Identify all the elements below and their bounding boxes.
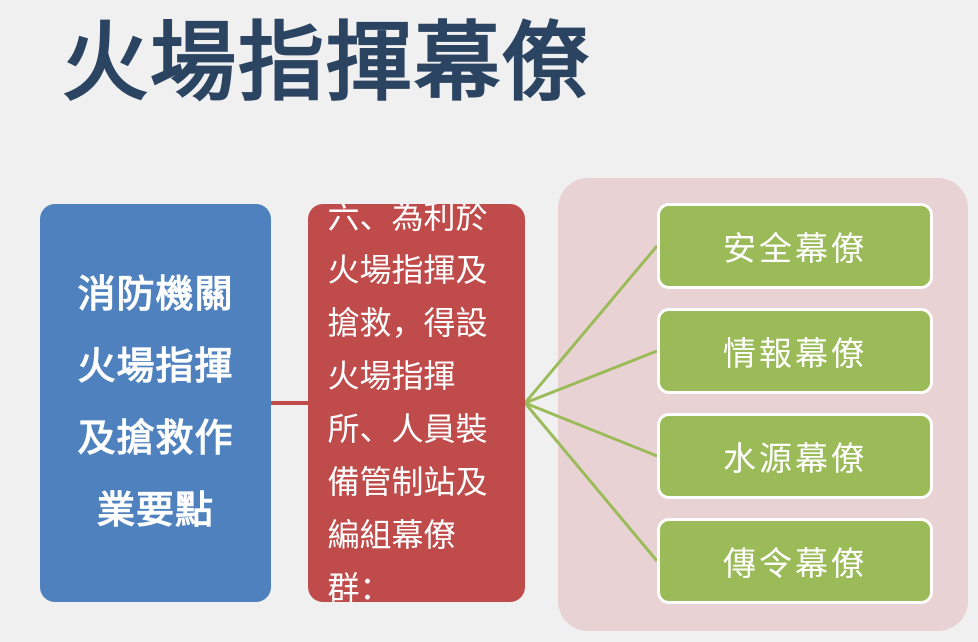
node-branch-label: 六、為利於火場指揮及搶救，得設火場指揮所、人員裝備管制站及編組幕僚群： [327, 204, 488, 602]
node-branch-article-six[interactable]: 六、為利於火場指揮及搶救，得設火場指揮所、人員裝備管制站及編組幕僚群： [308, 204, 525, 602]
node-root-label: 消防機關火場指揮及搶救作業要點 [77, 274, 234, 532]
node-leaf-safety-staff[interactable]: 安全幕僚 [657, 203, 933, 289]
node-leaf-label: 水源幕僚 [723, 440, 867, 477]
node-leaf-water-source-staff[interactable]: 水源幕僚 [657, 413, 933, 499]
page-title: 火場指揮幕僚 [62, 15, 590, 111]
node-leaf-messenger-staff[interactable]: 傳令幕僚 [657, 518, 933, 604]
node-leaf-intelligence-staff[interactable]: 情報幕僚 [657, 308, 933, 394]
node-root-guidelines[interactable]: 消防機關火場指揮及搶救作業要點 [40, 204, 271, 602]
node-leaf-label: 傳令幕僚 [723, 545, 867, 582]
node-leaf-label: 情報幕僚 [723, 335, 867, 372]
node-leaf-label: 安全幕僚 [723, 230, 867, 267]
